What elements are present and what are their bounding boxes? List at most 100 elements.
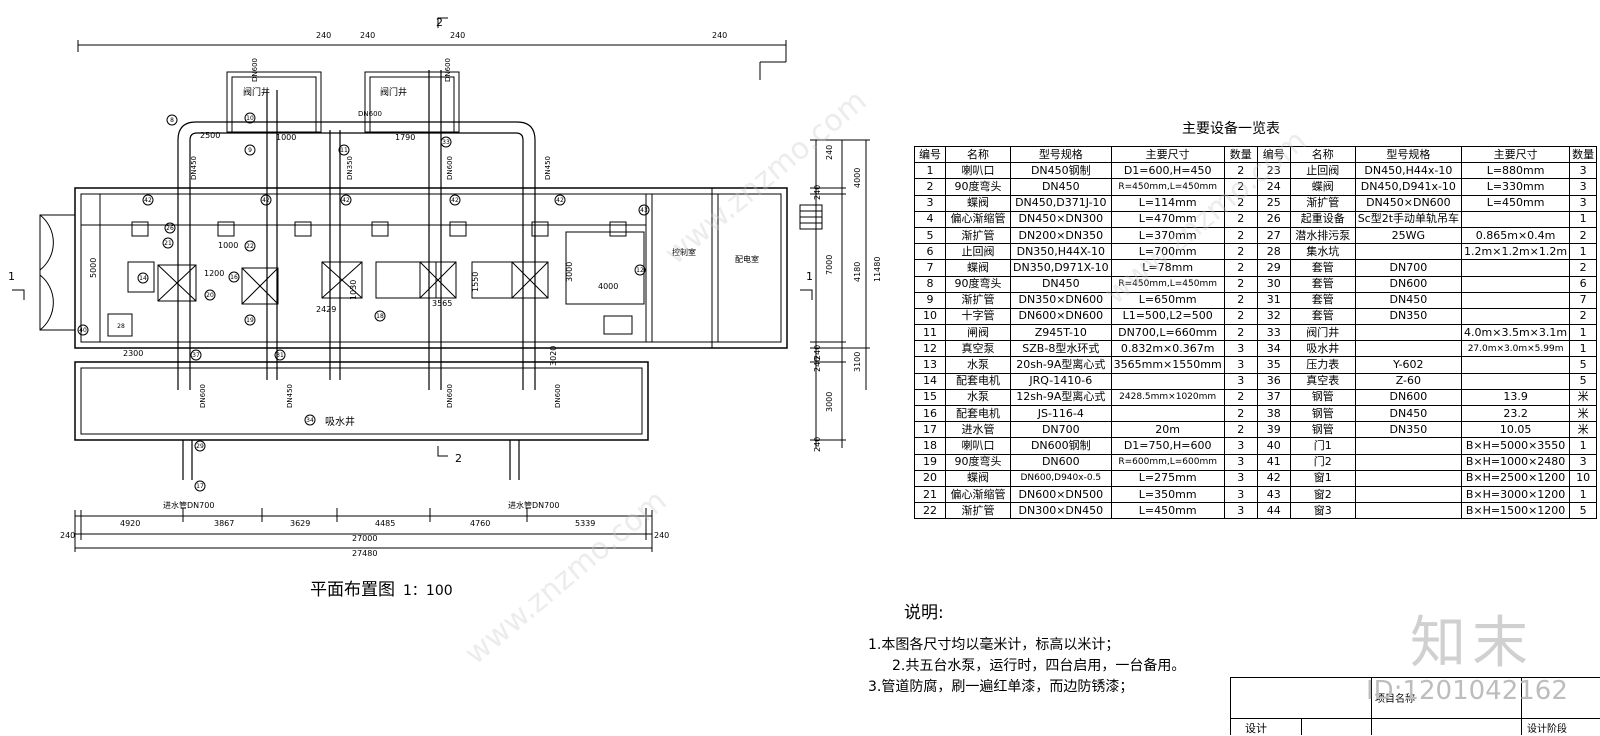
table-cell: 20m xyxy=(1110,421,1225,439)
table-cell: L=370mm xyxy=(1110,226,1225,245)
table-cell: 套管 xyxy=(1289,259,1356,277)
note-item-3: 3.管道防腐，刷一遍红单漆，而边防锈漆； xyxy=(868,679,1134,695)
table-cell: 套管 xyxy=(1289,275,1356,293)
plan-title-text: 平面布置图 xyxy=(310,580,395,600)
inner-dim-12: 2300 xyxy=(123,349,143,358)
table-cell: DN450 xyxy=(1010,178,1112,196)
table-cell: 起重设备 xyxy=(1289,210,1356,228)
table-cell: 水泵 xyxy=(945,388,1011,407)
header-cell: 数量 xyxy=(1223,145,1258,164)
table-cell: 12sh-9A型离心式 xyxy=(1010,388,1112,407)
window-symbols xyxy=(131,221,627,237)
header-cell: 名称 xyxy=(945,145,1011,164)
table-cell: Z-60 xyxy=(1354,372,1463,390)
table-cell: 配套电机 xyxy=(945,404,1011,423)
bubble-20: 20 xyxy=(206,292,214,299)
table-cell: 90度弯头 xyxy=(945,275,1011,293)
table-cell: 2 xyxy=(1569,307,1598,326)
table-cell: 10.05 xyxy=(1461,421,1571,439)
bubble-42: 42 xyxy=(144,197,152,204)
table-cell xyxy=(1110,372,1225,390)
header-cell: 型号规格 xyxy=(1010,145,1112,164)
table-cell: 蝶阀 xyxy=(945,194,1011,212)
table-cell: 3 xyxy=(1223,469,1258,487)
table-cell: 渐扩管 xyxy=(945,502,1011,520)
table-cell: 8 xyxy=(914,275,946,293)
inner-dim-6: 2429 xyxy=(316,305,336,314)
header-cell: 型号规格 xyxy=(1354,145,1463,164)
bubble-17: 17 xyxy=(196,483,204,490)
bubble-9: 9 xyxy=(248,147,252,154)
table-cell: 3 xyxy=(1569,178,1598,196)
edge-dim-right: 240 xyxy=(654,531,669,540)
table-cell: 30 xyxy=(1256,275,1291,293)
valve-well-1 xyxy=(226,71,322,133)
edge-dim-left: 240 xyxy=(60,531,75,540)
table-cell: Sc型2t手动单轨吊车 xyxy=(1354,210,1463,228)
table-cell: 3 xyxy=(1569,453,1598,471)
table-cell: D1=750,H=600 xyxy=(1110,437,1225,455)
right-dim-3: 240 xyxy=(813,185,822,200)
table-cell: 水泵 xyxy=(945,356,1011,374)
table-cell: DN600钢制 xyxy=(1010,437,1112,455)
bubble-43: 43 xyxy=(640,207,648,214)
top-dim-3: 240 xyxy=(450,31,465,40)
right-dim-10: 3000 xyxy=(825,392,834,412)
table-cell: 39 xyxy=(1256,421,1291,439)
table-cell: 40 xyxy=(1256,437,1291,455)
table-cell: B×H=1000×2480 xyxy=(1461,453,1571,471)
table-cell: 27.0m×3.0m×5.99m xyxy=(1461,340,1571,358)
table-cell: 钢管 xyxy=(1289,421,1356,439)
bottom-dim-3: 3629 xyxy=(290,519,310,528)
table-cell xyxy=(1461,210,1571,228)
bottom-dim-4: 4485 xyxy=(375,519,395,528)
pipe-label-2: DN600 xyxy=(444,58,452,82)
table-cell: 20 xyxy=(914,469,946,487)
table-cell: 14 xyxy=(914,372,946,390)
pipe-label-4: DN350 xyxy=(346,156,354,180)
table-cell: 3 xyxy=(914,194,946,212)
bottom-dim-5: 4760 xyxy=(470,519,490,528)
table-cell: 2 xyxy=(1223,178,1258,196)
table-cell: L=330mm xyxy=(1461,178,1571,196)
table-cell: 喇叭口 xyxy=(945,437,1011,455)
table-cell: R=450mm,L=450mm xyxy=(1110,178,1225,196)
table-cell: 41 xyxy=(1256,453,1291,471)
table-cell: 28 xyxy=(1256,243,1291,261)
header-cell: 编号 xyxy=(1256,145,1291,164)
title-block-design-stage: 设计阶段 xyxy=(1527,724,1567,735)
table-cell: 蝶阀 xyxy=(945,259,1011,277)
table-cell: 2428.5mm×1020mm xyxy=(1110,388,1225,407)
table-cell: 19 xyxy=(914,453,946,471)
bottom-dim-1: 4920 xyxy=(120,519,140,528)
table-cell: 20sh-9A型离心式 xyxy=(1010,356,1112,374)
bubble-28: 28 xyxy=(117,323,125,330)
suction-well-label: 吸水井 xyxy=(325,415,355,428)
table-cell: 3 xyxy=(1223,372,1258,390)
table-cell: 35 xyxy=(1256,356,1291,374)
bubble-22: 22 xyxy=(246,243,254,250)
table-cell: 23.2 xyxy=(1461,404,1571,423)
bubble-40: 40 xyxy=(79,327,87,334)
table-cell: 5 xyxy=(1569,372,1598,390)
table-cell: 34 xyxy=(1256,340,1291,358)
table-cell: B×H=3000×1200 xyxy=(1461,485,1571,504)
note-item-2: 2.共五台水泵，运行时，四台启用，一台备用。 xyxy=(892,658,1186,674)
title-block-project-name: 项目名称 xyxy=(1375,694,1415,705)
table-cell: 阀门井 xyxy=(1289,324,1356,342)
table-cell: 钢管 xyxy=(1289,404,1356,423)
table-cell: 喇叭口 xyxy=(945,162,1011,180)
table-cell: DN700,L=660mm xyxy=(1110,324,1225,342)
inner-dim-1: 2500 xyxy=(200,131,220,140)
table-cell: DN450 xyxy=(1010,275,1112,293)
table-cell: 9 xyxy=(914,291,946,309)
table-cell: 3 xyxy=(1223,453,1258,471)
note-item-1: 1.本图各尺寸均以毫米计，标高以米计； xyxy=(868,637,1120,653)
table-cell: 43 xyxy=(1256,485,1291,504)
table-cell: 2 xyxy=(1223,226,1258,245)
table-cell: 2 xyxy=(1223,291,1258,309)
